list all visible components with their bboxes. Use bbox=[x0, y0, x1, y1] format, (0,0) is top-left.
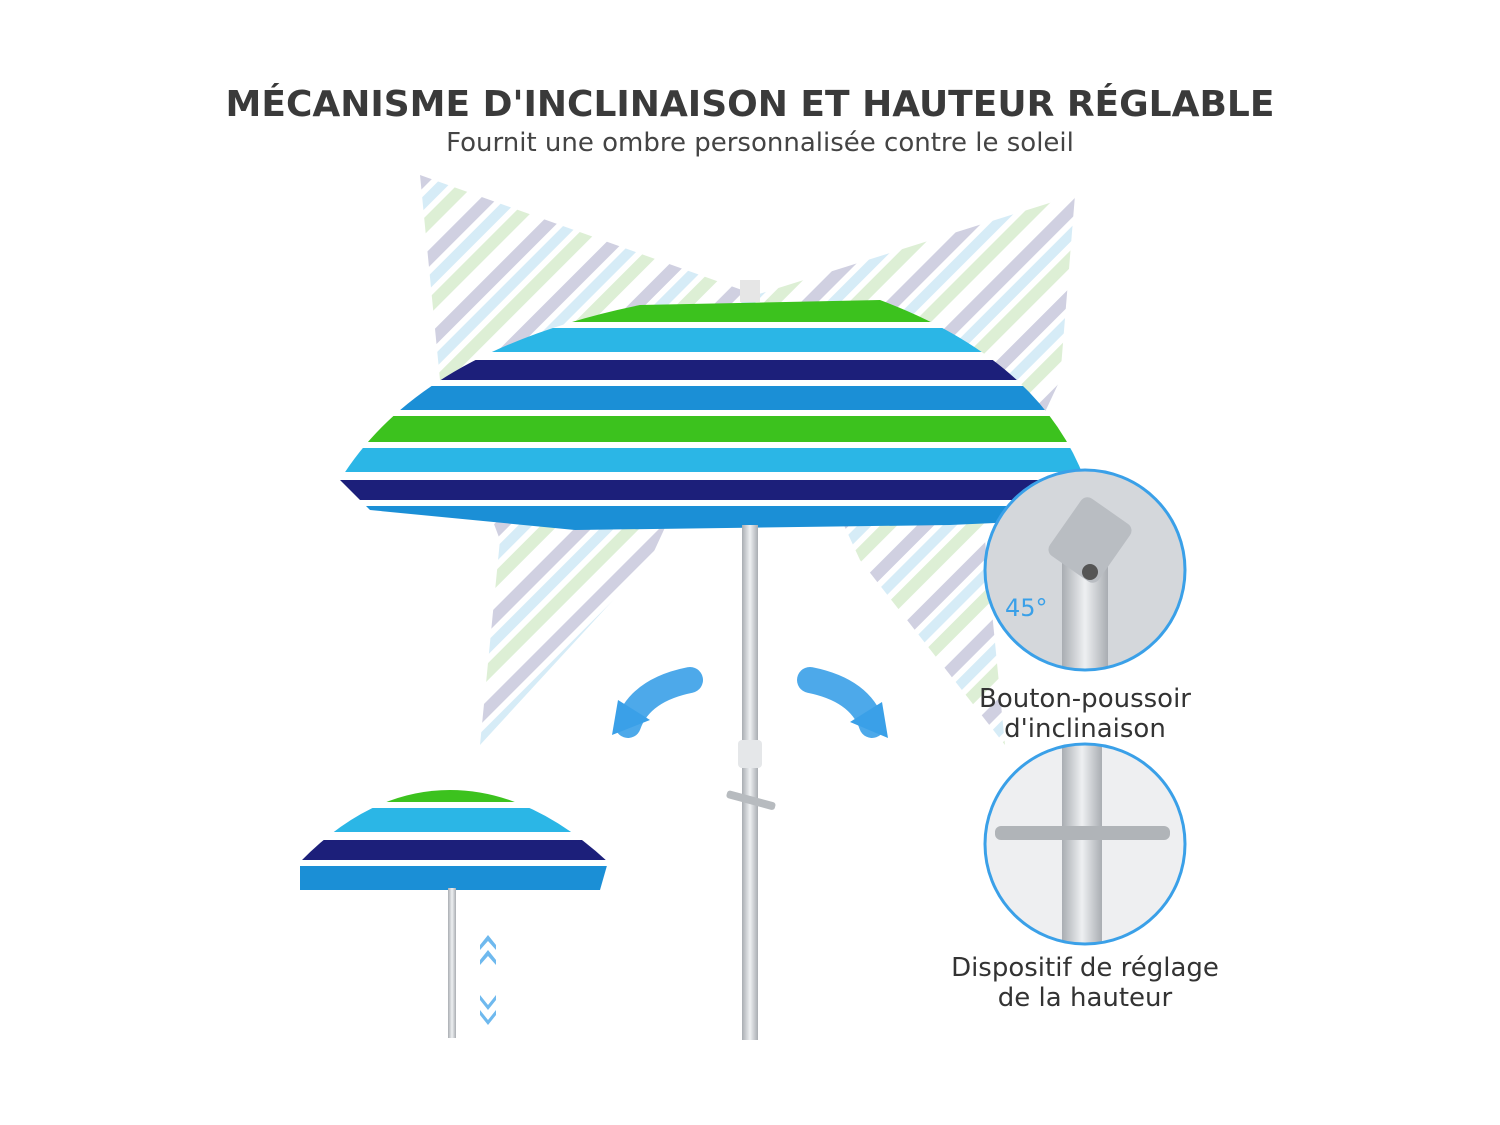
tilt-left-arrow bbox=[612, 667, 703, 738]
page-title: MÉCANISME D'INCLINAISON ET HAUTEUR RÉGLA… bbox=[225, 84, 1275, 125]
main-canopy bbox=[340, 280, 1085, 530]
tilt-joint bbox=[738, 740, 762, 768]
tilt-button-caption: Bouton-poussoir d'inclinaison bbox=[960, 684, 1210, 744]
height-adjust-caption-line1: Dispositif de réglage bbox=[951, 953, 1219, 983]
height-pin-detail bbox=[983, 742, 1187, 946]
tilt-button-caption-line1: Bouton-poussoir bbox=[979, 684, 1191, 714]
height-adjust-caption-line2: de la hauteur bbox=[997, 983, 1173, 1013]
height-adjust-arrows bbox=[480, 935, 496, 1025]
tilt-angle-label: 45° bbox=[1005, 594, 1048, 622]
tilt-button-detail bbox=[983, 468, 1187, 672]
main-pole bbox=[742, 525, 758, 1040]
tilt-right-arrow bbox=[797, 667, 888, 738]
height-adjust-caption: Dispositif de réglage de la hauteur bbox=[930, 953, 1240, 1013]
small-umbrella bbox=[300, 790, 608, 1038]
page-subtitle: Fournit une ombre personnalisée contre l… bbox=[446, 128, 1074, 158]
height-pin bbox=[726, 790, 776, 810]
tilt-button-caption-line2: d'inclinaison bbox=[1004, 714, 1166, 744]
